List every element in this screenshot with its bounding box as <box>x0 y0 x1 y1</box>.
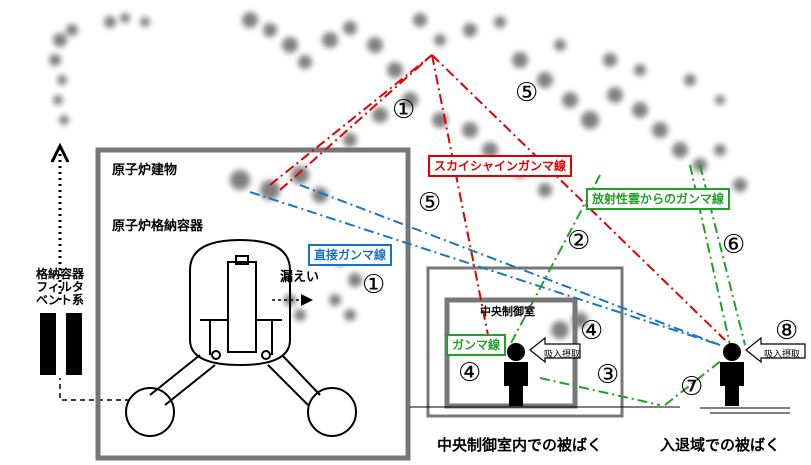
label-7: ⑦ <box>680 372 704 402</box>
reactor-building-frame <box>95 147 411 461</box>
label-3: ③ <box>596 360 620 390</box>
vent-line-3: ベント系 <box>35 293 84 307</box>
filtered-vent-system <box>40 142 130 401</box>
label-1-mid: ① <box>362 270 386 300</box>
containment-vessel-label: 原子炉格納容器 <box>112 219 204 234</box>
direct-gamma-lines <box>249 184 721 346</box>
direct-gamma-tag: 直接ガンマ線 <box>308 244 393 267</box>
vent-system-label: 格納容器 フィルタ ベント系 <box>28 268 92 307</box>
label-1-top: ① <box>392 95 416 125</box>
containment-vessel <box>125 238 357 437</box>
label-4-right: ④ <box>580 316 604 346</box>
label-6: ⑥ <box>722 230 746 260</box>
inhalation-arrow-entry-exit <box>745 336 806 364</box>
cloud-gamma-tag: 放射性雲からのガンマ線 <box>586 188 731 211</box>
label-5-top: ⑤ <box>515 78 539 108</box>
inhalation-label-control-room: 吸入摂取 <box>544 350 581 360</box>
caption-entry-exit-exposure: 入退域での被ばく <box>660 436 781 454</box>
vent-line-2: フィルタ <box>36 280 84 294</box>
inhalation-arrow-control-room <box>529 336 581 364</box>
label-2: ② <box>567 226 591 256</box>
control-room-worker <box>504 343 528 406</box>
gamma-tag: ガンマ線 <box>446 334 507 357</box>
inhalation-label-entry-exit: 吸入摂取 <box>764 350 801 360</box>
control-building-frame <box>426 266 624 418</box>
leakage-label: 漏えい <box>280 270 320 285</box>
skyshine-gamma-lines <box>269 54 726 346</box>
caption-control-room-exposure: 中央制御室内での被ばく <box>437 436 603 454</box>
label-4-left: ④ <box>458 358 482 388</box>
cloud-gamma-lines <box>509 164 746 406</box>
reactor-building-label: 原子炉建物 <box>112 163 178 178</box>
vent-line-1: 格納容器 <box>35 267 84 281</box>
label-5-left: ⑤ <box>418 188 442 218</box>
central-control-room-label: 中央制御室 <box>480 305 535 318</box>
skyshine-tag: スカイシャインガンマ線 <box>428 155 573 178</box>
ground-lines <box>410 406 790 414</box>
label-8: ⑧ <box>775 316 799 346</box>
entry-exit-worker <box>720 343 744 406</box>
